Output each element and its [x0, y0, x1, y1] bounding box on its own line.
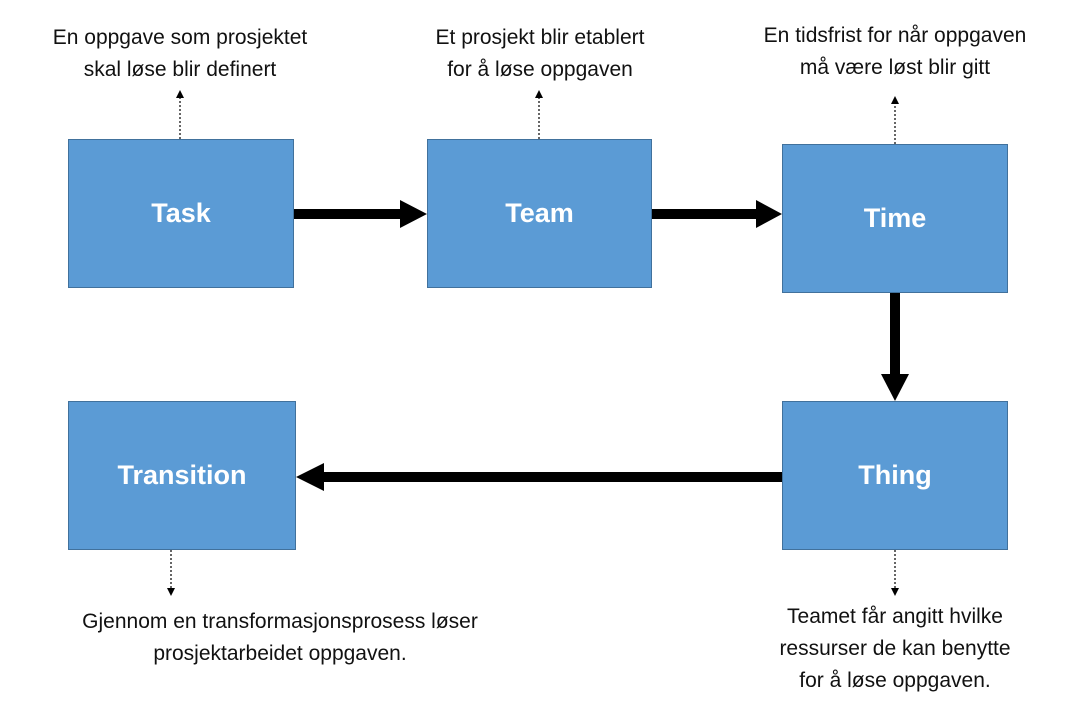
arrow-task-to-team	[294, 200, 427, 228]
box-team-label: Team	[505, 198, 574, 228]
note-team-line: Et prosjekt blir etablert	[435, 26, 645, 49]
box-thing-label: Thing	[858, 460, 932, 490]
note-time: En tidsfrist for når oppgaven må være lø…	[735, 20, 1055, 84]
dotted-arrow-thing-note	[891, 550, 899, 596]
box-time-label: Time	[863, 203, 927, 233]
note-transition-line: prosjektarbeidet oppgaven.	[153, 642, 407, 665]
note-thing-line: ressurser de kan benytte	[779, 637, 1011, 660]
note-task-line: skal løse blir definert	[83, 58, 277, 81]
box-time: Time	[782, 144, 1008, 293]
note-transition: Gjennom en transformasjonsprosess løser …	[30, 606, 530, 670]
note-thing-line: for å løse oppgaven.	[799, 669, 991, 692]
arrow-team-to-time	[652, 200, 782, 228]
box-thing: Thing	[782, 401, 1008, 550]
note-thing: Teamet får angitt hvilke ressurser de ka…	[735, 601, 1055, 697]
dotted-arrow-transition-note	[167, 550, 175, 596]
note-task: En oppgave som prosjektet skal løse blir…	[20, 22, 340, 86]
box-transition: Transition	[68, 401, 296, 550]
dotted-arrow-team-note	[535, 90, 543, 139]
note-time-line: må være løst blir gitt	[799, 56, 991, 79]
note-time-line: En tidsfrist for når oppgaven	[763, 24, 1027, 47]
box-team: Team	[427, 139, 652, 288]
arrow-thing-to-transition	[296, 463, 782, 491]
dotted-arrow-time-note	[891, 96, 899, 144]
box-transition-label: Transition	[117, 460, 247, 490]
dotted-arrow-task-note	[176, 90, 184, 139]
note-transition-line: Gjennom en transformasjonsprosess løser	[82, 610, 478, 633]
note-team-line: for å løse oppgaven	[447, 58, 633, 81]
box-task-label: Task	[151, 198, 211, 228]
note-thing-line: Teamet får angitt hvilke	[787, 605, 1003, 628]
note-team: Et prosjekt blir etablert for å løse opp…	[380, 22, 700, 86]
arrow-time-to-thing	[881, 293, 909, 401]
note-task-line: En oppgave som prosjektet	[52, 26, 308, 49]
box-task: Task	[68, 139, 294, 288]
